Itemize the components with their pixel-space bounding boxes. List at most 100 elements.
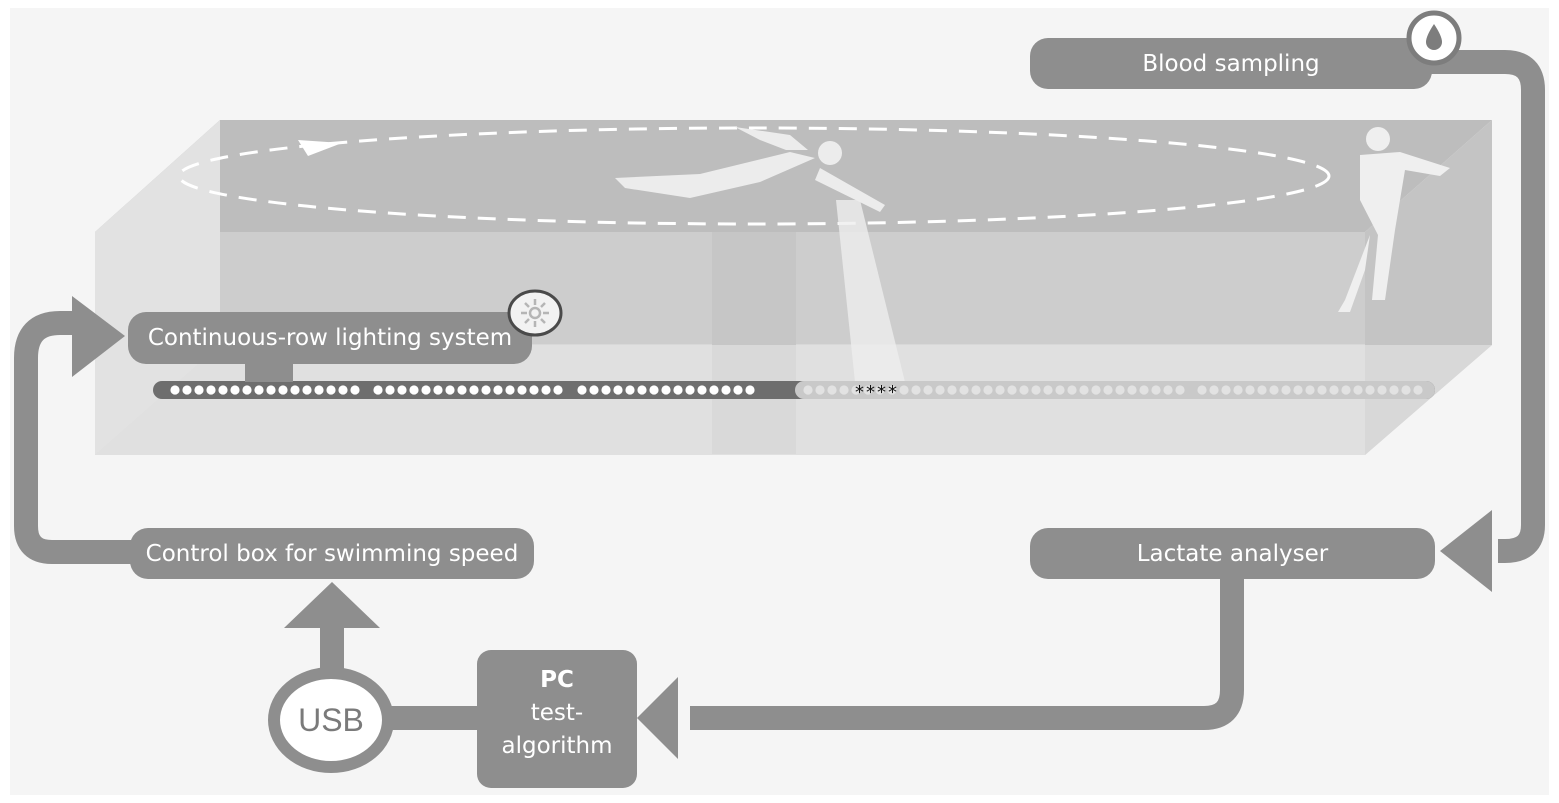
led-dot bbox=[709, 385, 719, 395]
control-box-label: Control box for swimming speed bbox=[130, 528, 534, 579]
lighting-system-text: Continuous-row lighting system bbox=[147, 325, 513, 351]
led-dot bbox=[851, 385, 861, 395]
led-dot bbox=[1091, 385, 1101, 395]
led-dot bbox=[947, 385, 957, 395]
pc-test-algorithm-box: PC test- algorithm bbox=[477, 650, 637, 788]
led-dot bbox=[1305, 385, 1315, 395]
arrowhead-into-control bbox=[284, 582, 380, 628]
led-dot bbox=[445, 385, 455, 395]
led-dot bbox=[409, 385, 419, 395]
pool-top-face bbox=[95, 120, 1492, 232]
pool-left-back bbox=[95, 120, 220, 455]
swimmer-figure bbox=[615, 127, 885, 212]
led-dot bbox=[649, 385, 659, 395]
led-dot bbox=[745, 385, 755, 395]
light-beam bbox=[836, 200, 905, 382]
swimming-pool bbox=[95, 120, 1492, 455]
led-dot bbox=[899, 385, 909, 395]
led-dot bbox=[350, 385, 360, 395]
led-dot bbox=[1389, 385, 1399, 395]
led-dot bbox=[1269, 385, 1279, 395]
led-dot bbox=[397, 385, 407, 395]
pc-title: PC bbox=[540, 667, 574, 693]
led-dot bbox=[1163, 385, 1173, 395]
led-dot bbox=[1151, 385, 1161, 395]
led-dot bbox=[589, 385, 599, 395]
led-dot bbox=[1127, 385, 1137, 395]
led-dot bbox=[673, 385, 683, 395]
lactate-analyser-text: Lactate analyser bbox=[1136, 540, 1329, 567]
pool-bottom-face bbox=[95, 345, 1492, 455]
led-dot bbox=[1067, 385, 1077, 395]
led-dot bbox=[1079, 385, 1089, 395]
led-row bbox=[170, 385, 1423, 395]
led-dot bbox=[1317, 385, 1327, 395]
led-dot bbox=[206, 385, 216, 395]
usb-label: USB bbox=[298, 701, 364, 738]
led-dot bbox=[385, 385, 395, 395]
led-dot bbox=[1329, 385, 1339, 395]
led-dot bbox=[182, 385, 192, 395]
led-dot bbox=[1341, 385, 1351, 395]
led-dot bbox=[875, 385, 885, 395]
connector-lactate-to-pc bbox=[690, 578, 1244, 730]
led-dot bbox=[911, 385, 921, 395]
lighting-system-label: Continuous-row lighting system bbox=[128, 312, 532, 364]
led-dot bbox=[230, 385, 240, 395]
led-dot bbox=[601, 385, 611, 395]
led-dot bbox=[983, 385, 993, 395]
blood-sampling-text: Blood sampling bbox=[1142, 50, 1320, 77]
led-dot bbox=[170, 385, 180, 395]
lactate-analyser-label: Lactate analyser bbox=[1030, 528, 1435, 579]
led-dot bbox=[1197, 385, 1207, 395]
led-dot bbox=[1257, 385, 1267, 395]
significance-marker: **** bbox=[855, 382, 899, 403]
blood-sampling-label: Blood sampling bbox=[1030, 38, 1432, 89]
led-dot bbox=[505, 385, 515, 395]
led-dot bbox=[517, 385, 527, 395]
light-bulb-icon bbox=[507, 289, 563, 337]
light-strip-faded bbox=[795, 381, 1435, 399]
led-dot bbox=[493, 385, 503, 395]
led-dot bbox=[1209, 385, 1219, 395]
pc-subtitle-line1: test- bbox=[530, 700, 584, 726]
flow-arrowheads bbox=[72, 296, 1492, 759]
led-dot bbox=[1175, 385, 1185, 395]
usb-connector: USB bbox=[268, 667, 394, 773]
led-dot bbox=[733, 385, 743, 395]
led-dot bbox=[314, 385, 324, 395]
led-dot bbox=[637, 385, 647, 395]
led-dot bbox=[1365, 385, 1375, 395]
led-dot bbox=[1103, 385, 1113, 395]
led-dot bbox=[1401, 385, 1411, 395]
led-dot bbox=[613, 385, 623, 395]
led-dot bbox=[1233, 385, 1243, 395]
led-dot bbox=[1245, 385, 1255, 395]
led-dot bbox=[959, 385, 969, 395]
led-dot bbox=[1031, 385, 1041, 395]
lighting-mount bbox=[245, 360, 293, 382]
led-dot bbox=[457, 385, 467, 395]
led-dot bbox=[1377, 385, 1387, 395]
led-dot bbox=[242, 385, 252, 395]
arrowhead-into-lactate bbox=[1440, 510, 1492, 592]
connector-blood-to-lactate bbox=[1430, 50, 1545, 563]
led-dot bbox=[1221, 385, 1231, 395]
led-dot bbox=[529, 385, 539, 395]
pc-subtitle-line2: algorithm bbox=[501, 733, 613, 759]
led-dot bbox=[803, 385, 813, 395]
led-dot bbox=[302, 385, 312, 395]
led-dot bbox=[863, 385, 873, 395]
led-dot bbox=[839, 385, 849, 395]
swim-direction-arrow bbox=[298, 140, 342, 156]
led-dot bbox=[1413, 385, 1423, 395]
led-dot bbox=[1281, 385, 1291, 395]
led-dot bbox=[1019, 385, 1029, 395]
control-box-text: Control box for swimming speed bbox=[145, 540, 519, 567]
led-dot bbox=[254, 385, 264, 395]
led-dot bbox=[553, 385, 563, 395]
led-dot bbox=[1115, 385, 1125, 395]
arrowhead-into-pc bbox=[637, 677, 678, 759]
led-dot bbox=[1293, 385, 1303, 395]
led-dot bbox=[625, 385, 635, 395]
